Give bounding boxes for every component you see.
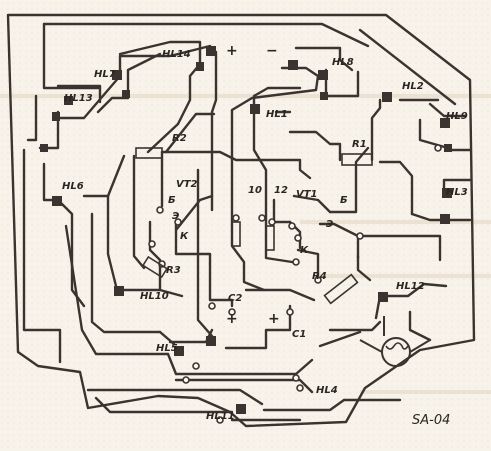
- trace: [410, 212, 444, 222]
- label-minus-top: −: [266, 43, 278, 59]
- resistor-r4: [323, 273, 359, 305]
- trace: [210, 50, 218, 212]
- label-hl8: HL8: [332, 57, 354, 68]
- trace: [42, 22, 102, 90]
- trace: [428, 102, 468, 118]
- trace: [296, 248, 320, 282]
- label-c2: C2: [228, 293, 243, 304]
- label-hl5: HL5: [156, 343, 178, 354]
- trace: [370, 98, 382, 162]
- label-hl3: HL3: [446, 187, 468, 198]
- trace: [166, 352, 314, 376]
- trace: [94, 396, 234, 414]
- trace: [90, 212, 162, 334]
- label-hl4: HL4: [316, 385, 338, 396]
- label-hl10: HL10: [140, 291, 169, 302]
- trace: [208, 262, 234, 308]
- label-hl7: HL7: [94, 69, 116, 80]
- trace: [356, 234, 442, 262]
- label-vt1: VT1: [296, 189, 318, 200]
- trace: [22, 148, 62, 364]
- label-hl14: HL14: [162, 49, 191, 60]
- label-r4: R4: [312, 271, 327, 282]
- trace: [294, 46, 354, 72]
- trace: [174, 220, 212, 266]
- trace: [106, 194, 118, 288]
- label-plus-c1: +: [268, 311, 280, 327]
- trace: [26, 94, 38, 142]
- trace: [122, 288, 184, 298]
- label-hl13: HL13: [64, 93, 93, 104]
- trace: [64, 224, 170, 356]
- trace: [318, 330, 362, 348]
- resistor-r2: [135, 147, 163, 159]
- trace: [56, 84, 102, 104]
- trace: [86, 388, 264, 406]
- trace: [318, 222, 360, 260]
- label-vt2: VT2: [176, 179, 198, 190]
- label-plus-c2: +: [226, 311, 238, 327]
- trace: [324, 68, 360, 98]
- resistor-r3: [141, 255, 169, 279]
- label-e2: 12: [274, 185, 288, 196]
- trace: [378, 160, 414, 216]
- label-r2: R2: [172, 133, 187, 144]
- label-vt1-collector: К: [300, 245, 309, 256]
- trace: [174, 194, 214, 232]
- trace: [378, 282, 448, 298]
- trace: [328, 320, 382, 332]
- trace: [148, 220, 162, 292]
- label-hl12: HL12: [396, 281, 425, 292]
- label-vt2-collector: К: [180, 231, 189, 242]
- label-vt1-emitter: Э: [326, 219, 334, 230]
- trace: [118, 40, 202, 56]
- label-vt2-emitter: Э: [172, 211, 180, 222]
- trace: [328, 146, 370, 214]
- label-hl6: HL6: [62, 181, 84, 192]
- trace: [196, 168, 214, 338]
- label-vt2-base: Б: [168, 195, 176, 206]
- trace: [358, 28, 457, 106]
- trace: [288, 130, 342, 162]
- trace: [224, 304, 292, 350]
- trace: [292, 194, 332, 214]
- trace: [164, 112, 216, 154]
- resistor-r1: [341, 153, 373, 166]
- pads: [40, 46, 452, 414]
- trace: [252, 110, 268, 238]
- trace: [244, 288, 316, 302]
- label-hl1: HL1: [266, 109, 288, 120]
- label-e10: 10: [248, 185, 262, 196]
- resistor-vt-left: [231, 221, 241, 247]
- trace: [356, 254, 372, 282]
- trace: [158, 330, 176, 346]
- trace: [230, 66, 320, 228]
- label-c1: C1: [292, 329, 307, 340]
- trace: [42, 22, 370, 48]
- label-r3: R3: [166, 265, 181, 276]
- trace: [262, 398, 346, 412]
- label-r1: R1: [352, 139, 367, 150]
- trace: [126, 52, 162, 100]
- label-plus-top: +: [226, 43, 238, 59]
- trace: [56, 44, 212, 120]
- label-vt1-base: Б: [340, 195, 348, 206]
- trace: [132, 154, 146, 270]
- trace: [160, 150, 312, 180]
- trace: [408, 310, 432, 342]
- trace: [174, 378, 314, 394]
- label-hl11: HL11: [206, 411, 235, 422]
- resistor-vt-right: [265, 225, 275, 251]
- board-code: SA-04: [412, 413, 451, 428]
- label-hl2: HL2: [402, 81, 424, 92]
- label-hl9: HL9: [446, 111, 468, 122]
